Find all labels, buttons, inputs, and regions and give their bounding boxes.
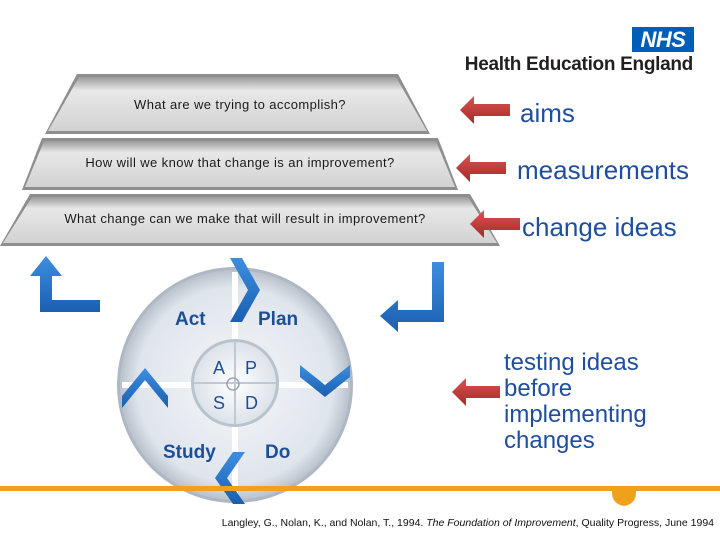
nhs-logo: NHS [632, 27, 694, 52]
question-tier-1 [45, 74, 430, 134]
label-aims: aims [520, 98, 575, 128]
organisation-name: Health Education England [464, 54, 694, 75]
question-aims: What are we trying to accomplish? [134, 97, 346, 112]
arrow-left-icon [452, 378, 500, 406]
pdsa-study: Study [163, 442, 216, 463]
chevron-down-icon [300, 365, 350, 397]
footer-bar [0, 486, 720, 491]
chevron-right-icon [230, 258, 260, 322]
footer-tab-icon [612, 488, 636, 506]
question-change-ideas: What change can we make that will result… [64, 211, 426, 226]
citation-authors: Langley, G., Nolan, K., and Nolan, T., 1… [221, 517, 427, 529]
question-tier-3 [0, 194, 500, 246]
arrow-left-icon [456, 154, 506, 182]
pdsa-cycle [117, 267, 353, 503]
question-measurements: How will we know that change is an impro… [85, 155, 395, 170]
arrow-left-icon [460, 96, 510, 124]
chevron-up-icon [122, 368, 168, 408]
pdsa-do: Do [265, 442, 291, 463]
arrow-left-icon [470, 210, 520, 238]
citation-source: , Quality Progress, June 1994 [575, 517, 714, 529]
pdsa-plan: Plan [258, 309, 299, 330]
pdsa-center-p: P [245, 358, 258, 378]
pdsa-center-s: S [213, 393, 226, 413]
label-testing-ideas: testing ideas before implementing change… [504, 349, 647, 454]
bent-arrow-down-icon [380, 262, 444, 332]
pdsa-center-d: D [245, 393, 258, 413]
chevron-left-icon [215, 452, 245, 504]
pdsa-center-a: A [213, 358, 226, 378]
pdsa-act: Act [175, 309, 206, 330]
bent-arrow-up-icon [30, 256, 100, 312]
label-change-ideas: change ideas [522, 212, 677, 242]
question-tier-2 [22, 138, 458, 190]
citation: Langley, G., Nolan, K., and Nolan, T., 1… [222, 517, 714, 529]
citation-title: The Foundation of Improvement [426, 517, 576, 529]
label-measurements: measurements [517, 155, 689, 185]
